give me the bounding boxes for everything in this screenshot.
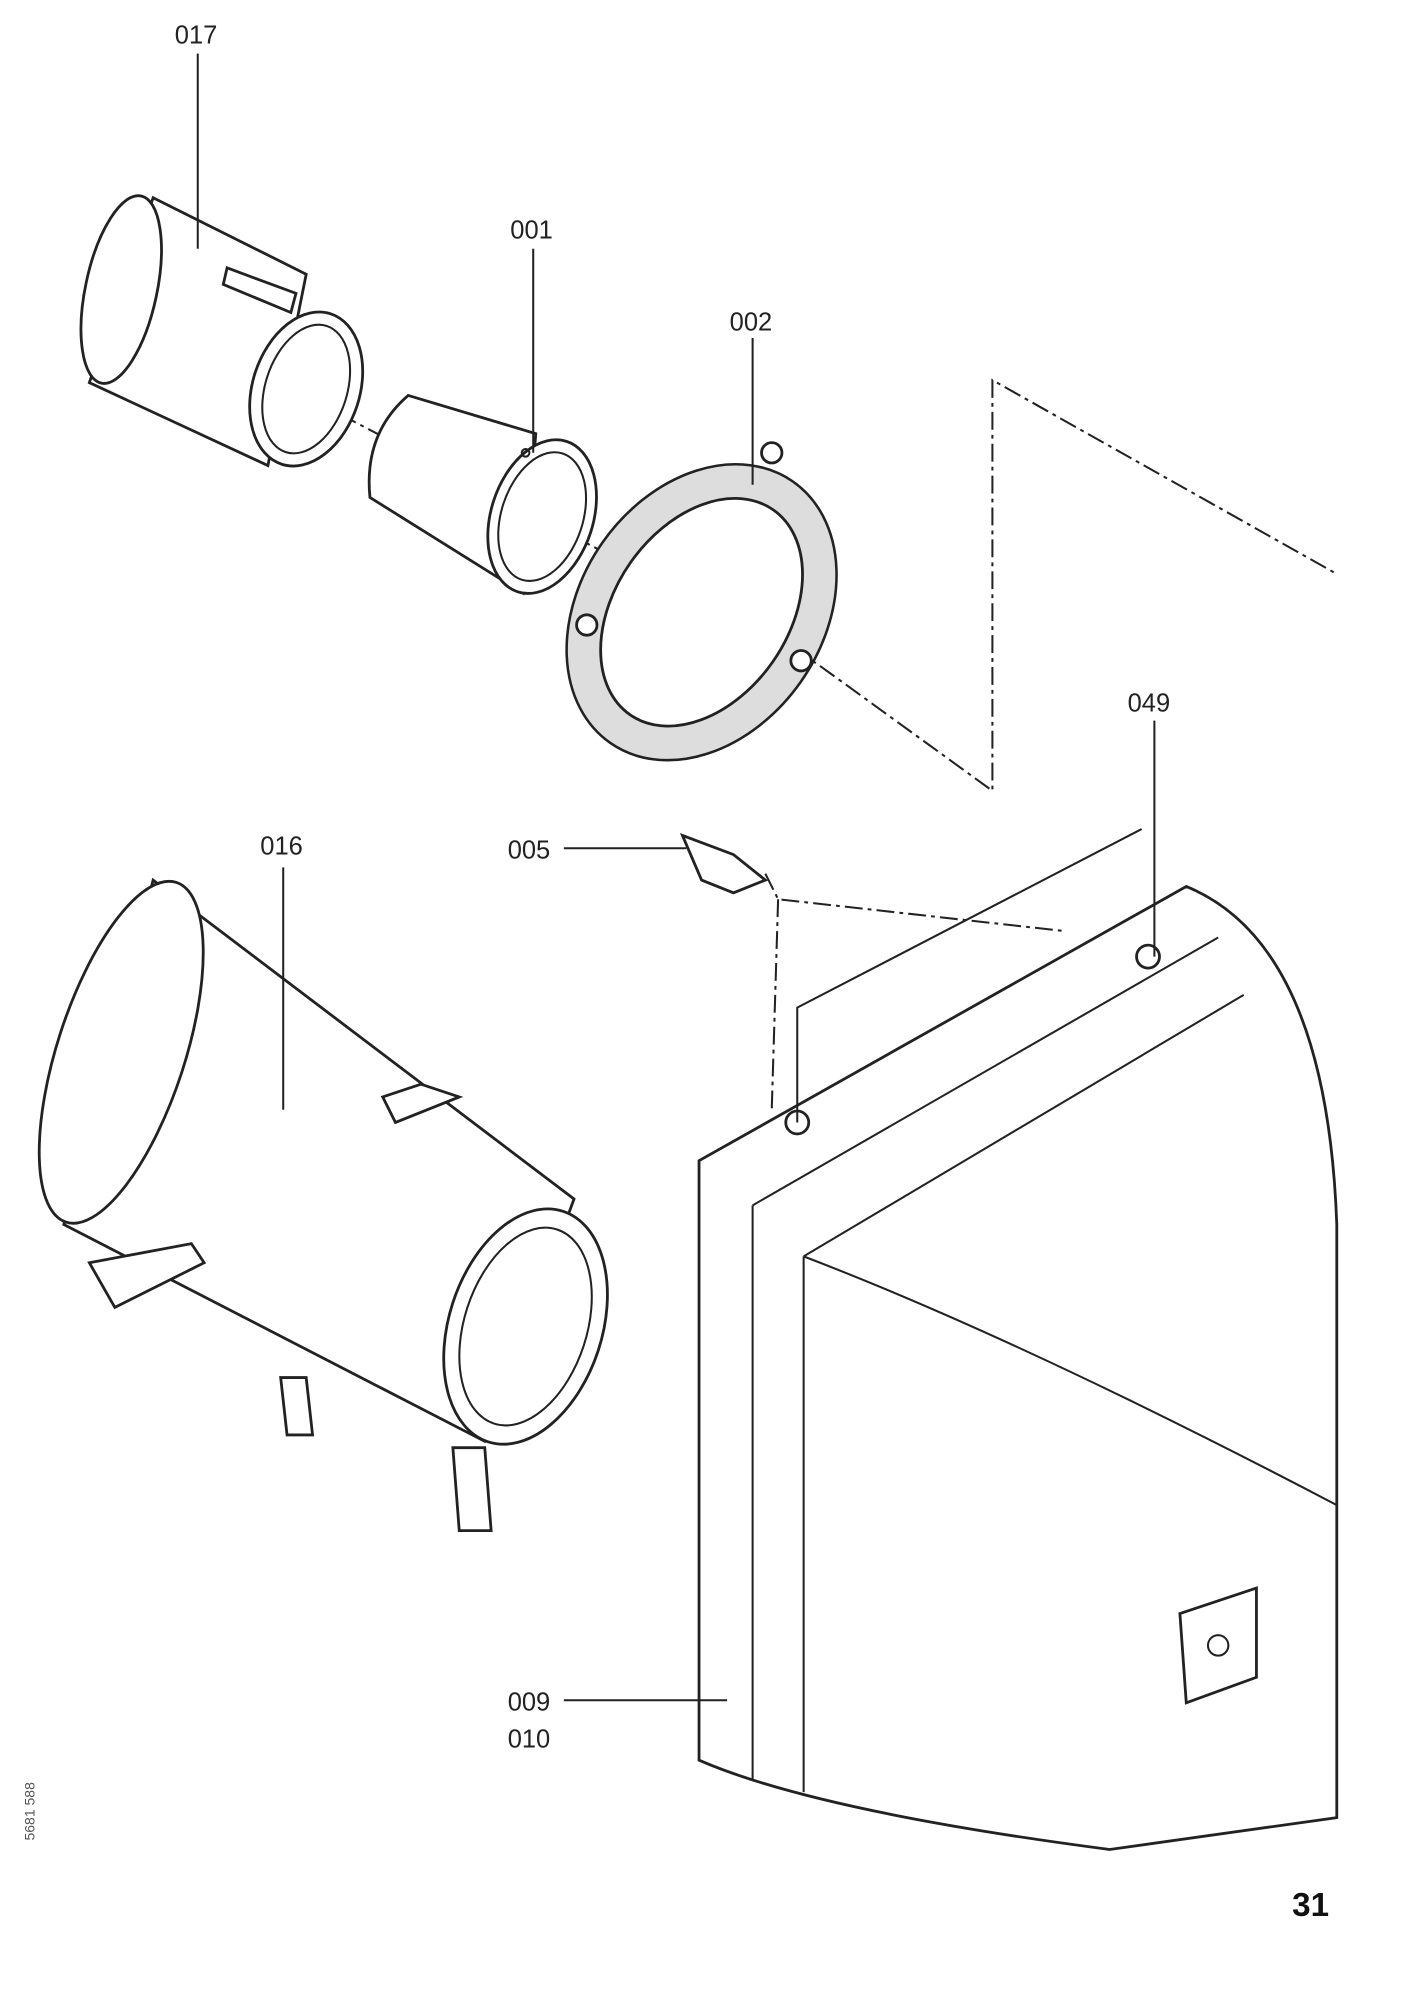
part-017-tube (79, 194, 365, 468)
label-001: 001 (510, 217, 553, 245)
part-001-nozzle (367, 393, 598, 596)
label-049: 049 (1128, 690, 1171, 718)
label-010: 010 (508, 1725, 551, 1753)
label-016: 016 (260, 833, 303, 861)
leader-lines (196, 53, 1156, 1702)
part-005-electrode (679, 832, 769, 895)
part-016-blast-tube (37, 877, 609, 1533)
figure-code: 5681 588 (21, 1782, 37, 1841)
label-017: 017 (175, 21, 218, 49)
label-002: 002 (730, 308, 773, 336)
label-005: 005 (508, 836, 551, 864)
part-002-gasket (565, 441, 838, 762)
label-009: 009 (508, 1688, 551, 1716)
part-009-010-hood (697, 884, 1339, 1851)
page-number: 31 (1292, 1887, 1329, 1924)
